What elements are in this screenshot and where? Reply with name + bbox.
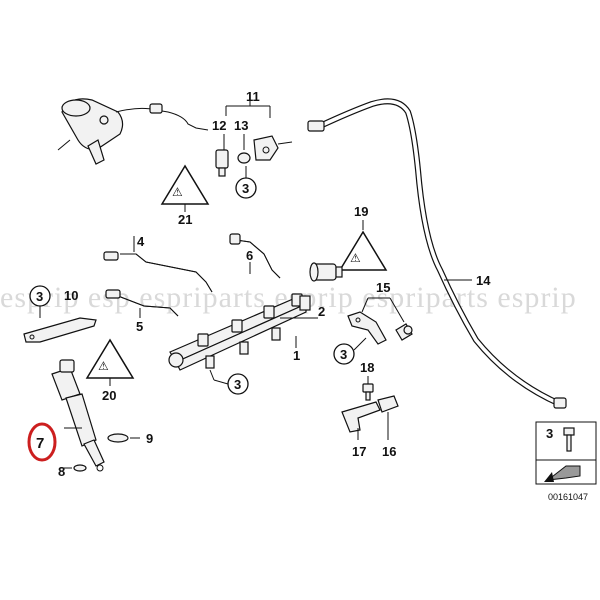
arrow-icon <box>544 465 581 482</box>
fuel-line-5[interactable] <box>105 289 179 317</box>
part-number-3-rail: 3 <box>234 377 241 392</box>
fuel-hose-14[interactable] <box>307 98 567 409</box>
fuel-fitting[interactable] <box>309 262 343 282</box>
heat-shield-10[interactable] <box>23 317 97 343</box>
warning-triangle-icon: ⚠ <box>98 359 109 373</box>
callout-11: 11 <box>225 89 271 118</box>
part-number-15: 15 <box>376 280 390 295</box>
warning-triangle-icon: ⚠ <box>350 251 361 265</box>
part-number-3-top: 3 <box>242 181 249 196</box>
warning-triangle-icon: ⚠ <box>172 185 183 199</box>
diagram-code: 00161047 <box>548 492 588 502</box>
callout-3-top: 3 <box>235 166 257 199</box>
part-number-3-bracket: 3 <box>340 347 347 362</box>
clip-15[interactable] <box>395 323 413 341</box>
high-pressure-pump[interactable] <box>57 98 124 165</box>
warning-triangle-20: ⚠ 20 <box>85 338 135 403</box>
part-number-12: 12 <box>212 118 226 133</box>
part-number-19: 19 <box>354 204 368 219</box>
fuel-line-4[interactable] <box>103 251 213 293</box>
part-number-20: 20 <box>102 388 116 403</box>
fuel-line-6[interactable] <box>229 233 281 279</box>
part-number-13: 13 <box>234 118 248 133</box>
legend-box: 3 <box>535 421 597 485</box>
fuel-rail[interactable] <box>168 293 311 371</box>
part-number-6: 6 <box>246 248 253 263</box>
callout-3-bracket: 3 <box>333 337 367 365</box>
part-number-11: 11 <box>246 89 260 104</box>
part-number-21: 21 <box>178 212 192 227</box>
callout-7-highlight[interactable]: 7 <box>27 422 57 462</box>
part-number-8: 8 <box>58 464 65 479</box>
seal-ring-9[interactable] <box>107 433 129 443</box>
bolt-18[interactable] <box>362 383 374 401</box>
part-number-10: 10 <box>64 288 78 303</box>
warning-triangle-19: 19 ⚠ <box>338 204 388 271</box>
part-number-17: 17 <box>352 444 366 459</box>
pressure-sensor[interactable] <box>215 135 293 177</box>
part-number-18: 18 <box>360 360 374 375</box>
bracket-15[interactable] <box>347 311 387 345</box>
part-number-3-left: 3 <box>36 289 43 304</box>
callout-3-left: 3 <box>29 285 51 318</box>
part-number-2: 2 <box>318 304 325 319</box>
bracket-17[interactable] <box>341 401 381 433</box>
part-number-14: 14 <box>476 273 491 288</box>
part-number-1: 1 <box>293 348 300 363</box>
warning-triangle-21: ⚠ 21 <box>160 164 210 227</box>
copper-washer-8[interactable] <box>73 464 87 472</box>
part-number-16: 16 <box>382 444 396 459</box>
part-number-5: 5 <box>136 319 143 334</box>
callout-3-rail: 3 <box>209 369 249 395</box>
fastener-icon <box>563 427 575 452</box>
part-number-4: 4 <box>137 234 145 249</box>
fuel-injector[interactable] <box>51 359 105 472</box>
part-number-7: 7 <box>36 435 44 452</box>
pump-feed-line[interactable] <box>115 107 209 131</box>
connector-16[interactable] <box>377 395 399 413</box>
part-number-9: 9 <box>146 431 153 446</box>
legend-part-number-3: 3 <box>546 426 553 441</box>
